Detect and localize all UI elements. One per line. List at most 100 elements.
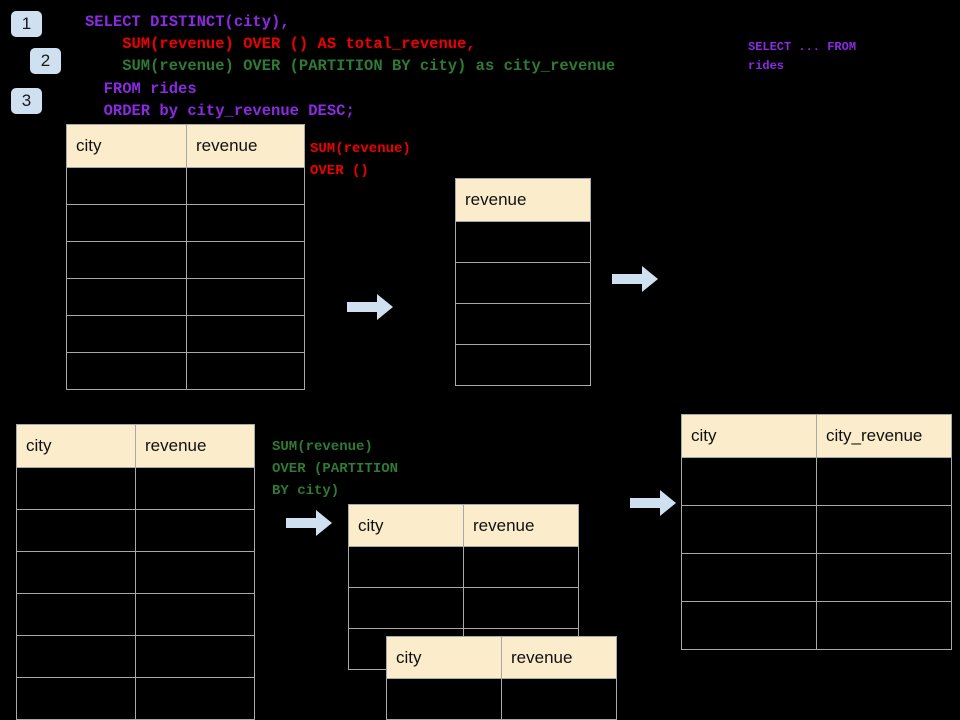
table-final-result: city city_revenue <box>681 414 952 650</box>
step-badge-2: 2 <box>30 48 61 74</box>
arrow-right-icon-source-to-total <box>347 294 393 320</box>
column-header-city: city <box>66 124 187 168</box>
cell-revenue <box>463 587 579 629</box>
cell-city <box>681 457 817 506</box>
column-header-city: city <box>386 636 502 679</box>
table-row <box>16 551 255 594</box>
column-header-city: city <box>681 414 817 458</box>
table-row <box>16 593 255 636</box>
table-row <box>455 303 591 345</box>
cell-revenue <box>186 241 305 279</box>
column-header-revenue: revenue <box>186 124 305 168</box>
table-header-row: city revenue <box>348 504 579 547</box>
step-badge-3-label: 3 <box>21 91 32 110</box>
column-header-city: city <box>348 504 464 547</box>
arrow-right-icon-total-to-result <box>612 266 658 292</box>
table-row <box>455 262 591 304</box>
cell-revenue <box>186 352 305 390</box>
step-badge-3: 3 <box>11 88 42 114</box>
annotation-total-revenue: SUM(revenue) OVER () <box>310 141 411 179</box>
cell-revenue <box>135 551 255 594</box>
table-row <box>66 241 305 279</box>
table-row <box>681 553 952 602</box>
cell-revenue <box>455 344 591 386</box>
cell-revenue <box>186 315 305 353</box>
cell-city <box>348 587 464 629</box>
table-row <box>348 546 579 588</box>
sql-line-from: FROM rides <box>85 80 197 98</box>
cell-revenue <box>455 303 591 345</box>
cell-city <box>66 315 187 353</box>
table-rides-source-bottom: city revenue <box>16 424 255 720</box>
table-header-row: city revenue <box>386 636 617 679</box>
column-header-revenue: revenue <box>463 504 579 547</box>
step-badge-2-label: 2 <box>40 51 51 70</box>
cell-city <box>66 241 187 279</box>
cell-city-revenue <box>816 505 952 554</box>
cell-city <box>16 551 136 594</box>
cell-revenue <box>186 278 305 316</box>
step-badge-1: 1 <box>11 11 42 37</box>
cell-city <box>16 509 136 552</box>
table-row <box>66 352 305 390</box>
cell-revenue <box>186 204 305 242</box>
cell-revenue <box>135 509 255 552</box>
column-header-revenue: revenue <box>455 178 591 222</box>
column-header-revenue: revenue <box>501 636 617 679</box>
table-header-row: city revenue <box>16 424 255 468</box>
arrow-right-icon-partition-to-result <box>630 490 676 516</box>
cell-city <box>66 352 187 390</box>
table-row <box>66 167 305 205</box>
table-header-row: city city_revenue <box>681 414 952 458</box>
table-total-revenue: revenue <box>455 178 591 386</box>
cell-revenue <box>501 678 617 720</box>
table-row <box>348 587 579 629</box>
table-row <box>681 505 952 554</box>
cell-city <box>681 553 817 602</box>
table-row <box>455 221 591 263</box>
cell-city <box>348 546 464 588</box>
cell-revenue <box>135 677 255 720</box>
cell-city <box>16 467 136 510</box>
sql-side-note: SELECT ... FROM rides <box>748 40 857 73</box>
cell-revenue <box>186 167 305 205</box>
cell-revenue <box>135 593 255 636</box>
cell-city <box>681 601 817 650</box>
cell-city <box>386 678 502 720</box>
table-partition-group-front: city revenue <box>386 636 617 720</box>
cell-revenue <box>455 262 591 304</box>
table-row <box>16 467 255 510</box>
sql-line-city-revenue: SUM(revenue) OVER (PARTITION BY city) as… <box>85 57 616 75</box>
column-header-city-revenue: city_revenue <box>816 414 952 458</box>
cell-city <box>16 635 136 678</box>
sql-line-order-by: ORDER by city_revenue DESC; <box>85 102 355 120</box>
sql-line-select: SELECT DISTINCT(city), <box>85 13 290 31</box>
cell-revenue <box>135 635 255 678</box>
cell-revenue <box>463 546 579 588</box>
table-row <box>16 635 255 678</box>
cell-city-revenue <box>816 457 952 506</box>
table-rides-source-top: city revenue <box>66 124 305 390</box>
cell-city <box>66 204 187 242</box>
sql-line-total-revenue: SUM(revenue) OVER () AS total_revenue, <box>85 35 476 53</box>
table-row <box>16 677 255 720</box>
cell-city-revenue <box>816 601 952 650</box>
table-row <box>16 509 255 552</box>
cell-city <box>66 167 187 205</box>
table-row <box>66 204 305 242</box>
table-row <box>455 344 591 386</box>
cell-revenue <box>135 467 255 510</box>
table-row <box>66 278 305 316</box>
table-row <box>386 678 617 720</box>
column-header-revenue: revenue <box>135 424 255 468</box>
cell-city <box>66 278 187 316</box>
table-header-row: city revenue <box>66 124 305 168</box>
step-badge-1-label: 1 <box>21 14 32 33</box>
cell-city <box>16 677 136 720</box>
table-row <box>66 315 305 353</box>
table-row <box>681 457 952 506</box>
table-header-row: revenue <box>455 178 591 222</box>
annotation-city-revenue: SUM(revenue) OVER (PARTITION BY city) <box>272 439 399 499</box>
arrow-right-icon-source-to-partition <box>286 510 332 536</box>
